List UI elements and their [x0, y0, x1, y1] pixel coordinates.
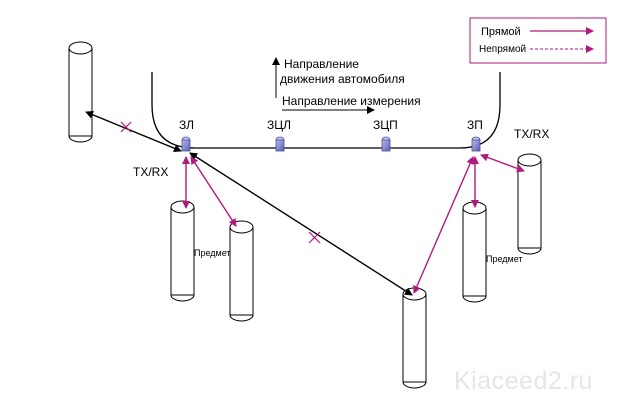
- direct-path-right-diagonal: [413, 156, 474, 294]
- pole-icon: [462, 201, 487, 303]
- pole-icon: [517, 153, 542, 255]
- pole-icon: [402, 287, 427, 389]
- legend-box: [469, 17, 607, 64]
- cross-mark-icon: [308, 231, 321, 244]
- sensor-icon: [181, 136, 191, 152]
- object-label-left: Предмет: [194, 248, 231, 258]
- sensor-icon: [275, 136, 285, 152]
- sensor-label-rcr: ЗЦП: [373, 118, 398, 132]
- sensor-icon: [381, 136, 391, 152]
- sensor-icon: [471, 136, 481, 152]
- legend: Прямой Непрямой: [469, 17, 607, 64]
- pole-icon: [68, 41, 93, 143]
- legend-indirect-label: Непрямой: [479, 44, 526, 55]
- driving-direction-line2: движения автомобиля: [280, 72, 405, 86]
- sensor-label-rr: ЗП: [467, 118, 483, 132]
- legend-direct-label: Прямой: [481, 26, 521, 38]
- sensor-label-rcl: ЗЦЛ: [267, 118, 291, 132]
- direct-path-right-2: [480, 153, 525, 173]
- txrx-label-left: TX/RX: [133, 165, 168, 179]
- direction-notes: Направление движения автомобиля Направле…: [272, 57, 421, 114]
- cross-mark-icon: [120, 121, 132, 133]
- object-label-right: Предмет: [486, 254, 523, 264]
- watermark: Kiaceed2.ru: [454, 367, 593, 395]
- sensor-label-rl: ЗЛ: [179, 118, 194, 132]
- driving-direction-line1: Направление: [284, 57, 359, 71]
- txrx-label-right: TX/RX: [514, 127, 549, 141]
- blocked-path-left: [85, 110, 182, 153]
- direct-path-left-2: [190, 156, 237, 227]
- pole-icon: [229, 220, 254, 322]
- pole-icon: [170, 200, 195, 302]
- blocked-path-diagonal: [189, 152, 413, 296]
- measurement-direction-label: Направление измерения: [282, 94, 421, 108]
